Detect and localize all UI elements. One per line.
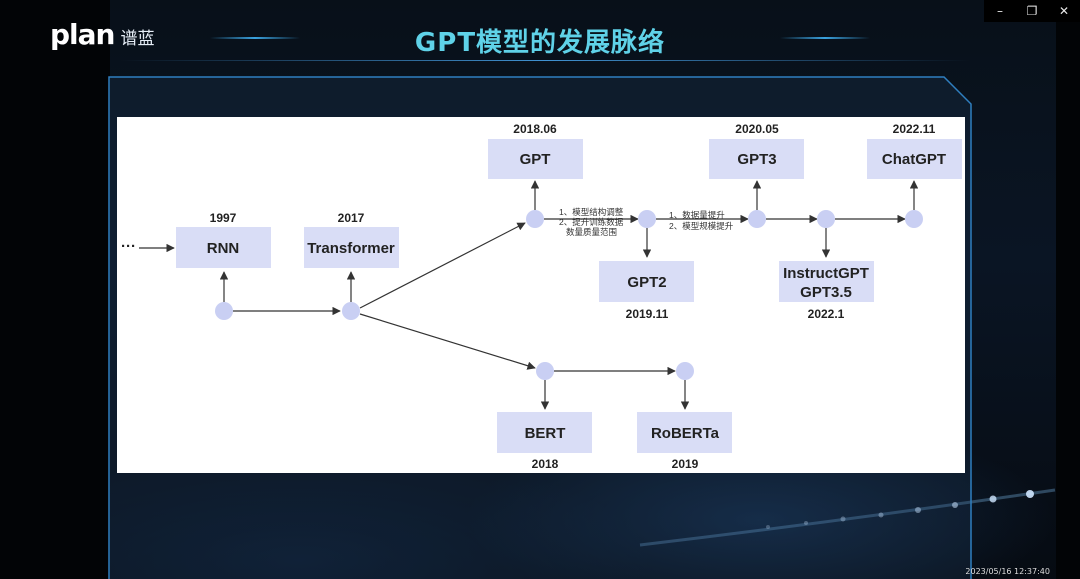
title-underline bbox=[120, 60, 970, 61]
node-rnn: RNN 1997 bbox=[176, 211, 271, 268]
node-chatgpt-label: ChatGPT bbox=[882, 151, 946, 168]
node-instructgpt-year: 2022.1 bbox=[808, 307, 845, 321]
node-gpt3-label: GPT3 bbox=[737, 151, 776, 168]
node-roberta-box bbox=[637, 412, 732, 453]
gpt-lineage-diagram: ··· RNN 1997 Transformer 2017 GPT 2018.0… bbox=[121, 122, 962, 471]
title-accent-right bbox=[780, 37, 870, 39]
note-gpt-gpt2-line1: 1、模型结构调整 bbox=[559, 207, 624, 217]
node-gpt35-label: GPT3.5 bbox=[800, 284, 852, 301]
junction-dot-gpt3 bbox=[748, 210, 766, 228]
node-gpt2-year: 2019.11 bbox=[626, 307, 669, 321]
close-button[interactable]: ✕ bbox=[1058, 4, 1070, 18]
diagram-panel: ··· RNN 1997 Transformer 2017 GPT 2018.0… bbox=[117, 117, 965, 473]
capture-timestamp: 2023/05/16 12:37:40 bbox=[965, 567, 1050, 576]
left-letterbox bbox=[0, 0, 110, 579]
note-gpt2-gpt3-line2: 2、模型规模提升 bbox=[669, 221, 734, 231]
junction-dot-chatgpt bbox=[905, 210, 923, 228]
node-gpt3: GPT3 2020.05 bbox=[709, 122, 804, 179]
junction-dot-transformer bbox=[342, 302, 360, 320]
node-rnn-box bbox=[176, 227, 271, 268]
junction-dot-bert bbox=[536, 362, 554, 380]
node-instructgpt-label: InstructGPT bbox=[783, 265, 869, 282]
junction-dot-instructgpt bbox=[817, 210, 835, 228]
node-instructgpt-box bbox=[779, 261, 874, 302]
node-chatgpt-year: 2022.11 bbox=[893, 122, 936, 136]
node-transformer-box bbox=[304, 227, 399, 268]
node-bert: BERT 2018 bbox=[497, 412, 592, 471]
junction-dots bbox=[215, 210, 923, 380]
edge-notes: 1、模型结构调整 2、提升训练数据 数量质量范围 1、数据量提升 2、模型规模提… bbox=[559, 207, 734, 237]
minimize-button[interactable]: – bbox=[997, 4, 1003, 18]
node-roberta-year: 2019 bbox=[672, 457, 699, 471]
node-chatgpt-box bbox=[867, 139, 962, 179]
note-gpt-gpt2-line3: 数量质量范围 bbox=[566, 227, 617, 237]
node-gpt-box bbox=[488, 139, 583, 179]
restore-button[interactable]: ❐ bbox=[1026, 4, 1038, 18]
junction-dot-gpt bbox=[526, 210, 544, 228]
node-rnn-label: RNN bbox=[207, 240, 240, 257]
node-chatgpt: ChatGPT 2022.11 bbox=[867, 122, 962, 179]
brand-name: 谱蓝 bbox=[120, 29, 155, 49]
leading-ellipsis: ··· bbox=[121, 238, 136, 255]
node-rnn-year: 1997 bbox=[210, 211, 237, 225]
node-gpt2: GPT2 2019.11 bbox=[599, 261, 694, 321]
node-gpt: GPT 2018.06 bbox=[488, 122, 583, 179]
node-transformer-label: Transformer bbox=[307, 240, 395, 257]
slide-title: GPT模型的发展脉络 bbox=[414, 28, 666, 58]
node-bert-box bbox=[497, 412, 592, 453]
junction-dot-roberta bbox=[676, 362, 694, 380]
node-transformer: Transformer 2017 bbox=[304, 211, 399, 268]
node-gpt-label: GPT bbox=[520, 151, 551, 168]
node-transformer-year: 2017 bbox=[338, 211, 365, 225]
node-gpt2-label: GPT2 bbox=[627, 274, 666, 291]
node-gpt2-box bbox=[599, 261, 694, 302]
edge-transformer-to-gpt-branch bbox=[359, 222, 526, 309]
junction-dot-gpt2 bbox=[638, 210, 656, 228]
title-accent-left bbox=[210, 37, 300, 39]
node-bert-year: 2018 bbox=[532, 457, 559, 471]
node-gpt3-year: 2020.05 bbox=[735, 122, 779, 136]
junction-dot-rnn bbox=[215, 302, 233, 320]
title-bar: GPT模型的发展脉络 bbox=[0, 22, 1080, 59]
node-instructgpt: InstructGPT GPT3.5 2022.1 bbox=[779, 261, 874, 321]
window-controls: – ❐ ✕ bbox=[984, 0, 1080, 22]
node-roberta-label: RoBERTa bbox=[651, 425, 720, 442]
logo-wordmark: plan bbox=[50, 18, 115, 51]
edge-transformer-to-bert-branch bbox=[359, 313, 536, 370]
node-bert-label: BERT bbox=[525, 425, 566, 442]
node-roberta: RoBERTa 2019 bbox=[637, 412, 732, 471]
node-gpt-year: 2018.06 bbox=[513, 122, 557, 136]
right-letterbox bbox=[1056, 0, 1080, 579]
note-gpt2-gpt3-line1: 1、数据量提升 bbox=[669, 210, 725, 220]
node-gpt3-box bbox=[709, 139, 804, 179]
brand-logo: plan 谱蓝 bbox=[50, 18, 154, 51]
diagram-edges bbox=[139, 180, 919, 410]
note-gpt-gpt2-line2: 2、提升训练数据 bbox=[559, 217, 624, 227]
